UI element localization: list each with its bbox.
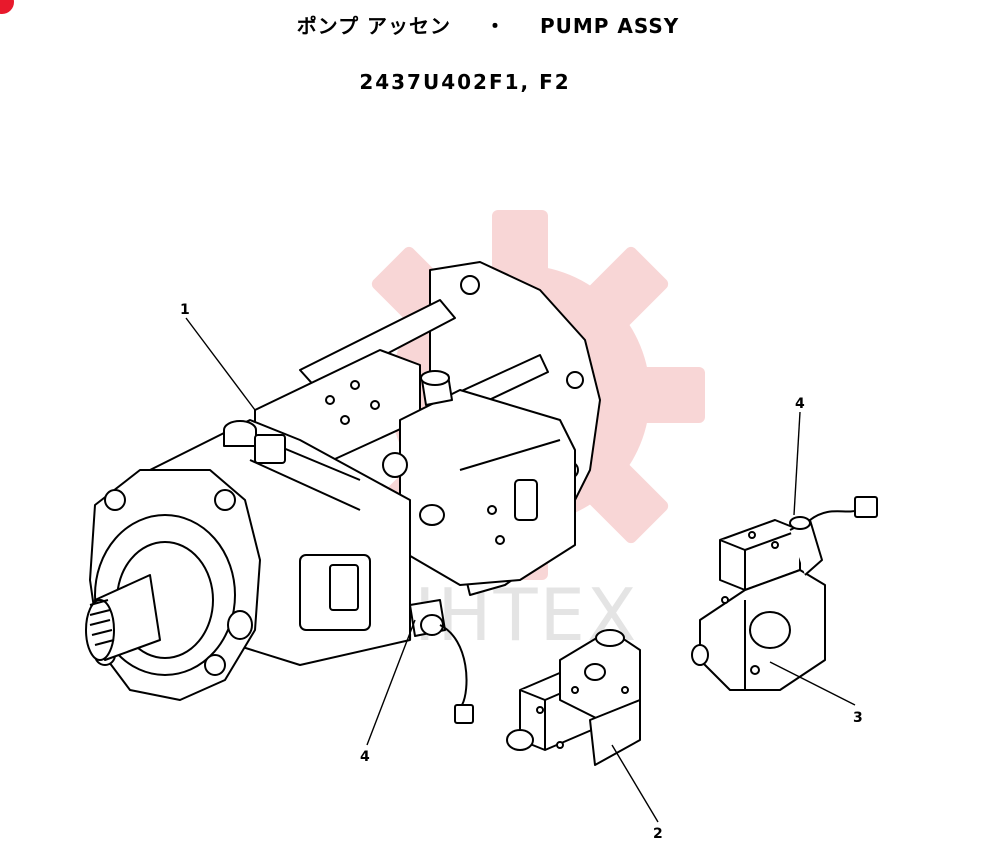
part-code: 2437U402F1, F2 bbox=[359, 70, 571, 94]
callout-leaders bbox=[185, 317, 856, 823]
callout-1: 1 bbox=[180, 302, 190, 318]
callout-4-upper: 4 bbox=[795, 396, 805, 412]
title-english: PUMP ASSY bbox=[540, 14, 680, 38]
callout-4-lower: 4 bbox=[360, 749, 370, 765]
diagram-title: ポンプ アッセン ・ PUMP ASSY bbox=[0, 10, 988, 39]
regulator-valve-part-2 bbox=[506, 629, 641, 766]
callout-2: 2 bbox=[653, 826, 663, 842]
regulator-valve-part-3 bbox=[691, 496, 878, 691]
title-japanese: ポンプ アッセン bbox=[296, 14, 452, 38]
title-separator: ・ bbox=[485, 14, 507, 38]
main-pump-body bbox=[85, 261, 601, 724]
callout-3: 3 bbox=[853, 710, 863, 726]
